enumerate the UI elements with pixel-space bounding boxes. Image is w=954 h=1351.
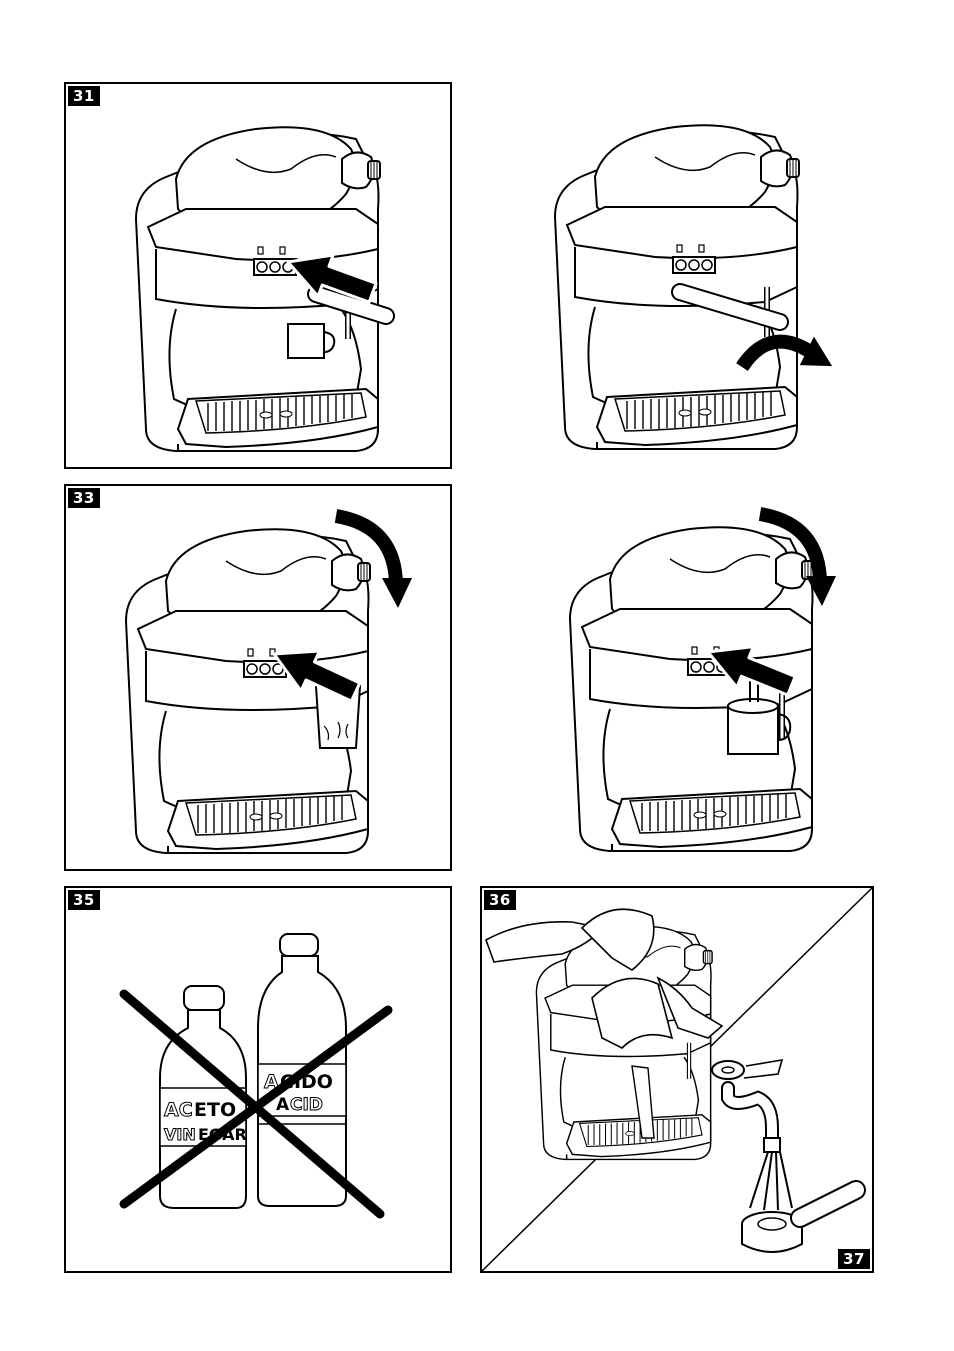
steam-wand-parts — [712, 1060, 856, 1252]
panel-33: 33 — [64, 484, 452, 871]
vinegar-bottle: AC ETO VIN EGAR — [160, 986, 247, 1208]
espresso-machine-illustration-34 — [480, 484, 880, 871]
vinegar-label-aceto-a: AC — [164, 1099, 193, 1121]
panel-36-37: 36 37 — [480, 886, 874, 1273]
panel-31: 31 — [64, 82, 452, 469]
vinegar-label-aceto-b: ETO — [194, 1099, 236, 1121]
espresso-machine-illustration-33 — [66, 486, 450, 869]
panel-35: 35 AC ETO VIN EGAR A CIDO A CID — [64, 886, 452, 1273]
acid-label-acid-a: A — [276, 1095, 290, 1115]
espresso-machine-illustration-32 — [480, 82, 880, 469]
vinegar-label-vinegar-a: VIN — [164, 1125, 196, 1144]
espresso-machine-illustration-31 — [66, 84, 450, 467]
acid-label-acid-b: CID — [290, 1095, 323, 1115]
cleaning-illustration — [482, 888, 872, 1271]
panel-34 — [480, 484, 880, 871]
panel-32 — [480, 82, 880, 469]
forbidden-vinegar-acid-illustration: AC ETO VIN EGAR A CIDO A CID — [66, 888, 450, 1271]
